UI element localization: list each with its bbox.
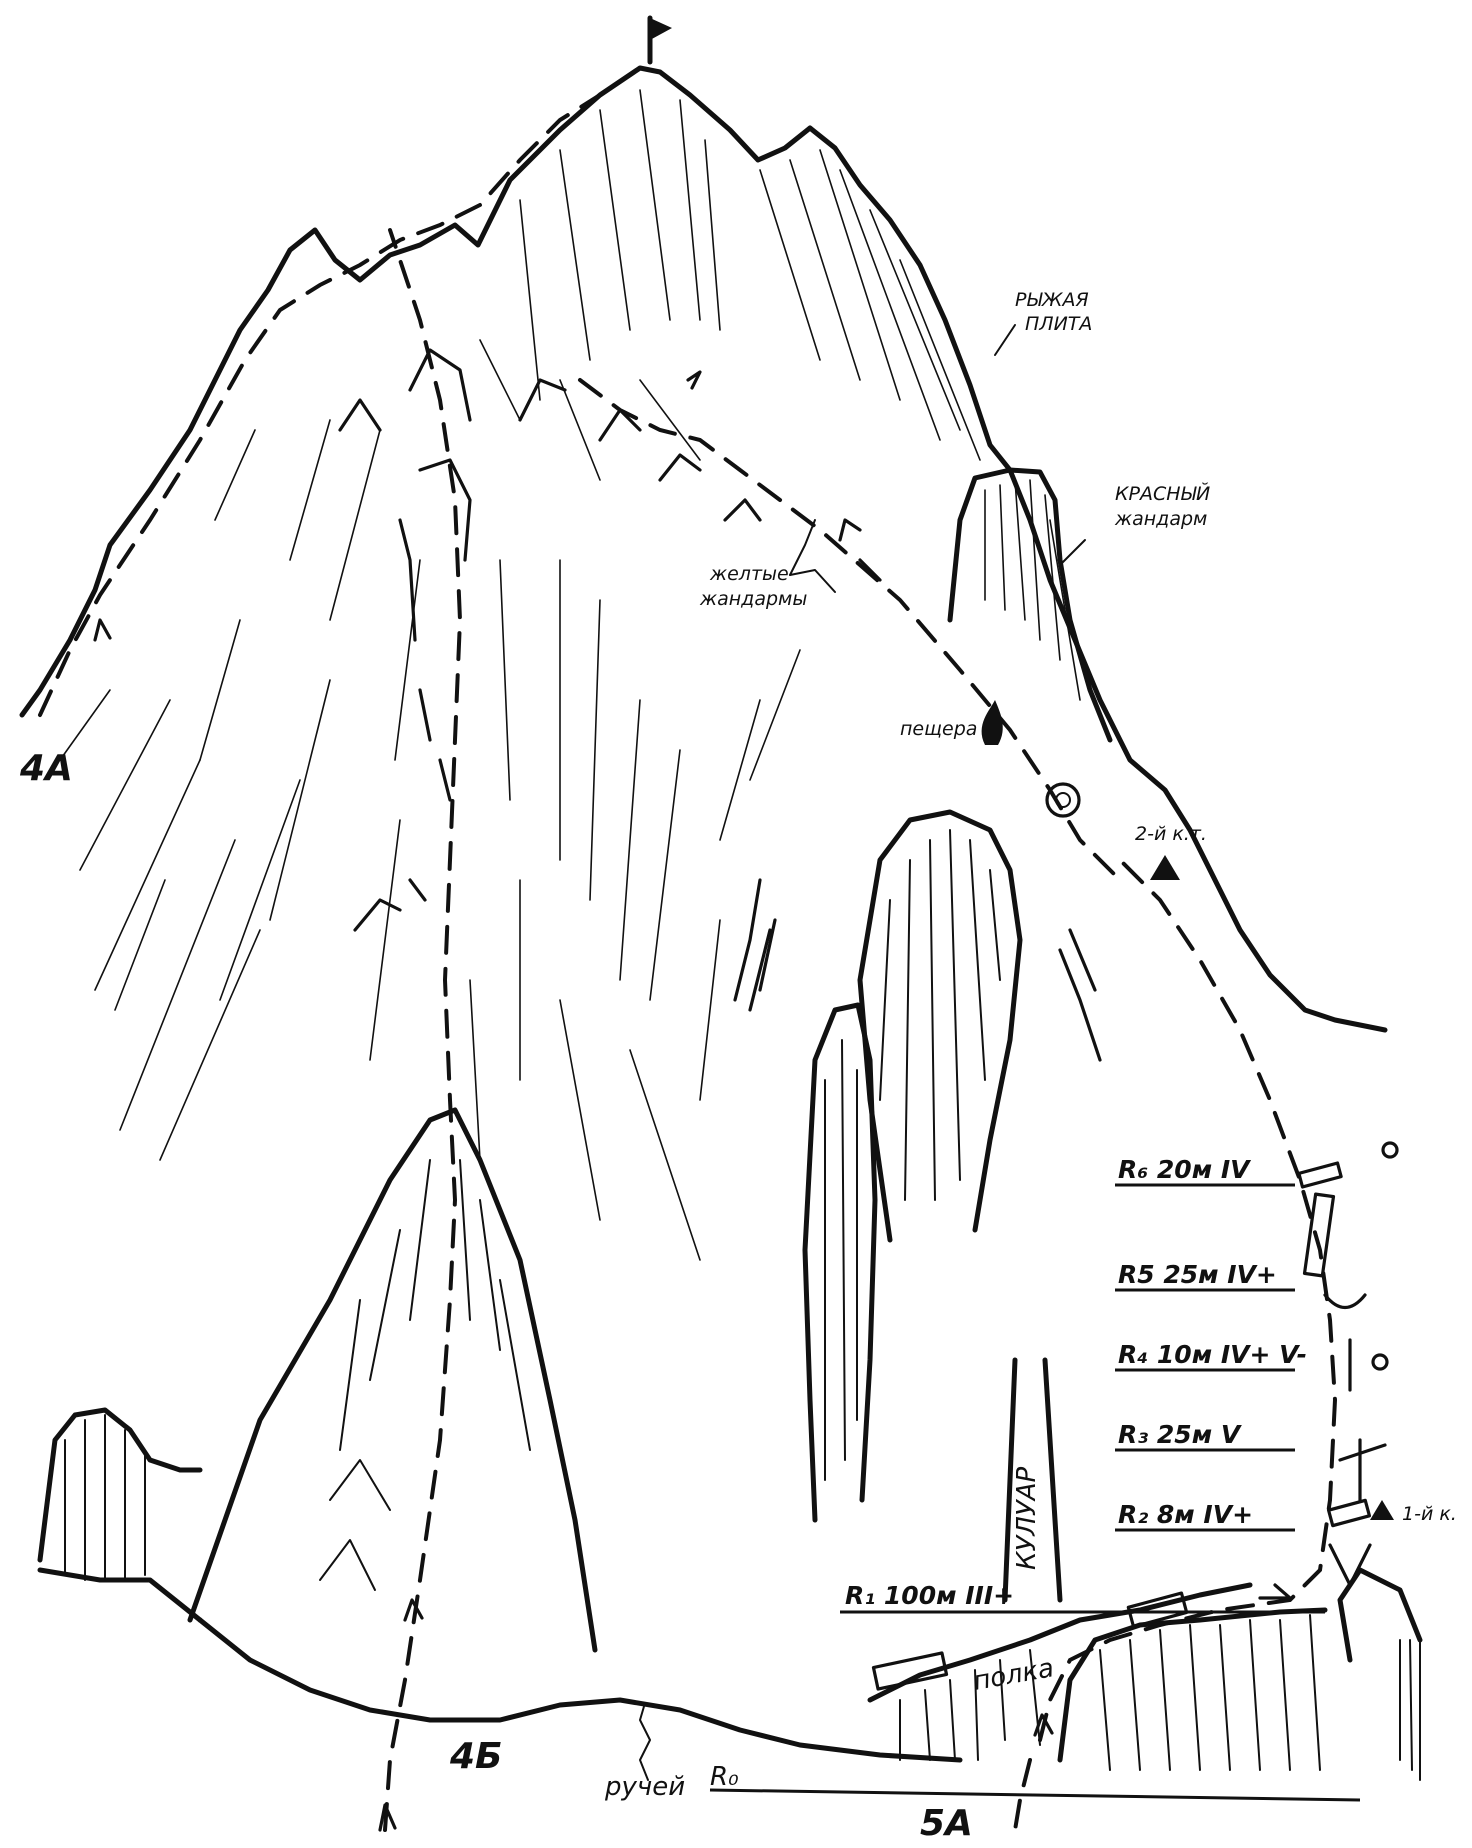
label-route-4a: 4А bbox=[19, 748, 73, 789]
route-arrow-icons bbox=[93, 370, 1292, 1832]
summit-face-hatching bbox=[479, 89, 981, 481]
bivouac-1-icon bbox=[1370, 1500, 1394, 1520]
label-zheltye-line2: жандармы bbox=[699, 588, 807, 610]
label-kuluar: КУЛУАР bbox=[1012, 1467, 1042, 1570]
anchor-circle-icon bbox=[1045, 782, 1081, 818]
pitch-r1: R₁ 100м III+ bbox=[845, 1581, 1014, 1610]
label-krasny-line1: КРАСНЫЙ bbox=[1115, 482, 1210, 505]
right-ridge-outline bbox=[1007, 467, 1388, 1033]
pitch-symbols bbox=[1297, 1141, 1399, 1587]
label-bivouac-2: 2-й к.т. bbox=[1135, 823, 1207, 845]
left-pillar bbox=[802, 1002, 878, 1523]
label-zheltye-line1: желтые bbox=[709, 563, 789, 585]
label-ruchey: ручей bbox=[604, 1772, 685, 1802]
middle-face-lines bbox=[338, 348, 882, 932]
label-r0: R₀ bbox=[710, 1762, 739, 1792]
left-ridge-outline bbox=[19, 65, 1013, 718]
spur-4b bbox=[187, 1107, 598, 1653]
route-4a-line bbox=[38, 66, 642, 717]
stream bbox=[639, 1702, 651, 1781]
right-pillar bbox=[857, 809, 1023, 1243]
small-rock-ribs bbox=[733, 878, 1102, 1062]
route-5a-approach bbox=[1013, 1758, 1032, 1832]
label-route-4b: 4Б bbox=[449, 1736, 503, 1777]
label-ryzhaya-line1: РЫЖАЯ bbox=[1015, 289, 1089, 311]
label-route-5a: 5А bbox=[920, 1803, 973, 1844]
label-peshchera: пещера bbox=[900, 718, 977, 740]
label-krasny-line2: жандарм bbox=[1114, 508, 1207, 530]
right-edge-rocks bbox=[1337, 1567, 1423, 1781]
left-buttress bbox=[37, 1407, 203, 1623]
label-bivouac-1: 1-й к. bbox=[1402, 1503, 1457, 1525]
pitch-r5: R5 25м IV+ bbox=[1118, 1260, 1277, 1289]
red-gendarme-shape bbox=[947, 467, 1113, 743]
central-face-hatching bbox=[469, 559, 801, 1261]
route-5a-line bbox=[1038, 858, 1338, 1742]
ledge-block-left bbox=[871, 1651, 949, 1691]
pitch-r3: R₃ 25м V bbox=[1118, 1420, 1242, 1449]
pitch-r4: R₄ 10м IV+ V- bbox=[1118, 1340, 1307, 1369]
pitch-r2: R₂ 8м IV+ bbox=[1118, 1500, 1253, 1529]
bivouac-2-icon bbox=[1150, 855, 1180, 880]
label-polka: полка bbox=[971, 1653, 1056, 1697]
pitch-rules bbox=[709, 1183, 1361, 1802]
label-ryzhaya-line2: ПЛИТА bbox=[1025, 313, 1092, 335]
valley-floor bbox=[197, 1617, 963, 1763]
ledge-block-right bbox=[1126, 1591, 1189, 1629]
cave-icon bbox=[981, 700, 1003, 745]
route-traverse-line bbox=[578, 378, 1122, 882]
route-4b-line bbox=[383, 228, 463, 1832]
lower-right-wall bbox=[867, 1582, 1328, 1771]
pitch-r6: R₆ 20м IV bbox=[1118, 1155, 1251, 1184]
leader-lines bbox=[789, 324, 1086, 593]
left-face-hatching bbox=[59, 419, 421, 1161]
couloir bbox=[1002, 1357, 1063, 1603]
summit-flag-icon bbox=[647, 15, 672, 65]
